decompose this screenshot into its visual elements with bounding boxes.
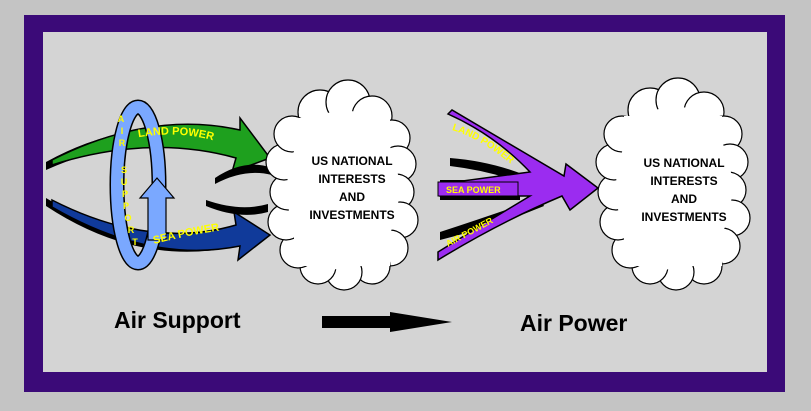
air-support-letter: U [121,177,128,187]
cloud-left-line: US NATIONAL [311,154,392,168]
cloud-right-line: INTERESTS [650,174,717,188]
air-support-letter: O [124,213,131,223]
cloud-right-line: INVESTMENTS [641,210,726,224]
air-support-letter: I [121,126,124,136]
sea-return-swoosh [206,200,268,215]
air-support-letter: R [128,225,135,235]
right-sea-power-label: SEA POWER [446,185,501,195]
air-support-letter: T [132,237,138,247]
purple-shadow-top [450,158,540,190]
air-support-letter: P [122,189,128,199]
cloud-right-text: US NATIONAL INTERESTS AND INVESTMENTS [641,156,726,224]
cloud-left [265,79,419,291]
air-support-diagram: A I R S U P P O R T LAND POWER SEA POWER [46,99,272,271]
cloud-right-line: US NATIONAL [643,156,724,170]
air-support-letter: P [123,201,129,211]
transition-arrow [322,312,452,332]
sea-power-band [437,181,519,197]
cloud-left-text: US NATIONAL INTERESTS AND INVESTMENTS [309,154,394,222]
cloud-right [595,77,751,291]
land-return-swoosh [215,164,272,184]
cloud-right-line: AND [671,192,697,206]
air-power-caption: Air Power [520,310,627,336]
air-support-letter: S [121,165,127,175]
air-support-up-arrow [138,177,176,241]
cloud-left-line: INVESTMENTS [309,208,394,222]
air-support-caption: Air Support [114,307,241,333]
cloud-left-line: INTERESTS [318,172,385,186]
air-support-letter: R [119,138,126,148]
cloud-left-line: AND [339,190,365,204]
air-support-letter: A [118,114,125,124]
